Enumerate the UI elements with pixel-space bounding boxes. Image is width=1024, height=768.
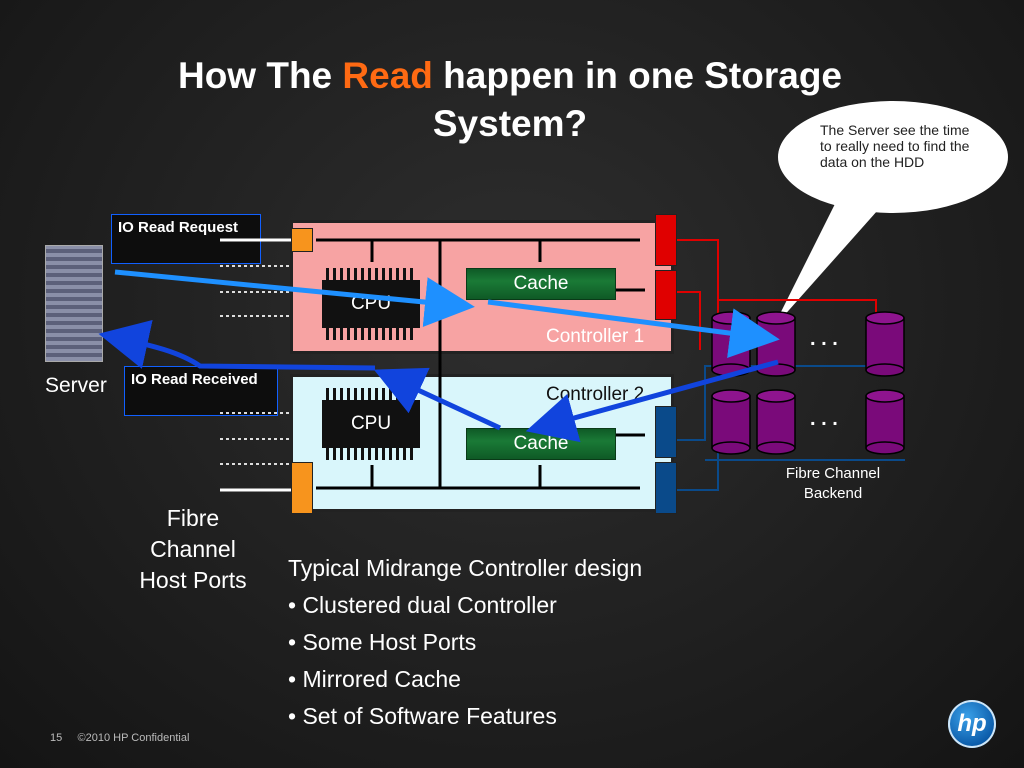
io-read-received-label: IO Read Received: [131, 371, 258, 388]
cache-1: Cache: [466, 268, 616, 300]
bullets-heading: Typical Midrange Controller design: [288, 555, 643, 581]
controller-1-label: Controller 1: [546, 326, 645, 347]
fc-port-blue-1: [655, 406, 677, 458]
title-suffix: happen in one Storage System?: [432, 55, 843, 144]
title-prefix: How The: [177, 55, 343, 96]
io-read-request-label: IO Read Request: [118, 219, 239, 236]
bullet-item: • Set of Software Features: [288, 703, 557, 729]
callout-text: The Server see the time to really need t…: [820, 122, 970, 170]
fc-port-red-2: [655, 270, 677, 320]
bullet-item: • Mirrored Cache: [288, 666, 461, 692]
hp-logo: hp: [948, 700, 996, 748]
host-port-ctrl1: [291, 228, 313, 252]
host-ports-label: Fibre Channel Host Ports: [139, 505, 247, 593]
backend-label: Fibre Channel Backend: [785, 465, 881, 502]
io-read-request-box: IO Read Request: [111, 214, 261, 264]
fc-port-red-1: [655, 214, 677, 266]
bullet-item: • Clustered dual Controller: [288, 592, 557, 618]
host-port-ctrl2: [291, 462, 313, 514]
page-number: 15: [50, 732, 63, 744]
design-bullets: Typical Midrange Controller design • Clu…: [288, 550, 642, 735]
callout-bubble: [778, 101, 1008, 213]
server-image: [45, 245, 103, 362]
copyright: ©2010 HP Confidential: [77, 732, 190, 744]
io-read-received-box: IO Read Received: [124, 366, 278, 416]
disk-ellipsis-bottom: . . .: [810, 408, 838, 430]
bullet-item: • Some Host Ports: [288, 629, 477, 655]
title-accent: Read: [342, 55, 433, 96]
slide-title: How The Read happen in one Storage Syste…: [120, 52, 900, 148]
footer: 15 ©2010 HP Confidential: [50, 732, 189, 744]
fc-port-blue-2: [655, 462, 677, 514]
cache-2: Cache: [466, 428, 616, 460]
disk-ellipsis-top: . . .: [810, 328, 838, 350]
server-label: Server: [45, 374, 107, 397]
